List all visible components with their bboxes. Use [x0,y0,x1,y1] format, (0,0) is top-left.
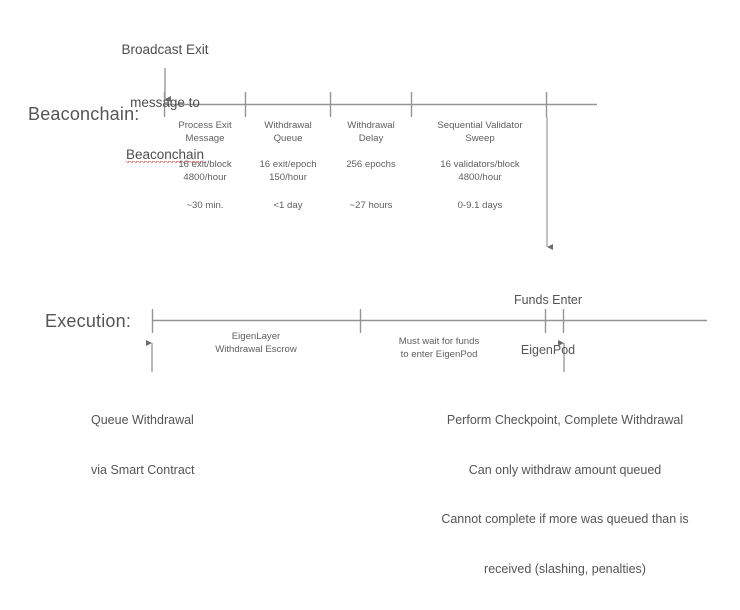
execution-segment-name-0: EigenLayer Withdrawal Escrow [215,331,297,355]
segment-name-3: Sequential Validator Sweep [437,120,523,144]
complete-withdrawal-line4: received (slashing, penalties) [484,561,646,576]
execution-segment-name-1: Must wait for funds to enter EigenPod [398,336,480,360]
queue-withdrawal-line2: via Smart Contract [91,462,195,477]
segment-rate-0: 16 exit/block 4800/hour [178,159,232,183]
broadcast-note-line3-text: Beaconchain [125,147,205,164]
complete-withdrawal-note: Perform Checkpoint, Complete Withdrawal … [400,379,730,610]
broadcast-note-line2: message to [130,94,200,110]
segment-rate-2: 256 epochs [346,159,396,170]
segment-name-2: Withdrawal Delay [347,120,395,144]
broadcast-note-line3: Beaconchain [60,146,270,164]
queue-withdrawal-line1: Queue Withdrawal [91,413,194,427]
axis-label-beaconchain: Beaconchain: [28,104,140,124]
broadcast-note: Broadcast Exit message to Beaconchain [60,6,270,199]
diagram-canvas: Broadcast Exit message to Beaconchain Be… [28,6,707,576]
broadcast-note-line1: Broadcast Exit [121,42,209,58]
segment-duration-0: ~30 min. [186,200,224,211]
segment-name-0: Process Exit Message [178,120,232,144]
funds-enter-line2: EigenPod [520,342,576,357]
complete-withdrawal-line1: Perform Checkpoint, Complete Withdrawal [446,413,684,427]
complete-withdrawal-line3: Cannot complete if more was queued than … [441,512,689,526]
axis-label-execution: Execution: [45,311,132,331]
segment-duration-1: <1 day [273,200,303,211]
segment-rate-1: 16 exit/epoch 150/hour [259,159,317,183]
segment-rate-3: 16 validators/block 4800/hour [440,159,520,183]
funds-enter-note: Funds Enter EigenPod [473,259,623,391]
queue-withdrawal-note: Queue Withdrawal via Smart Contract [91,379,301,511]
complete-withdrawal-line2: Can only withdraw amount queued [468,462,662,477]
diagram-vector-layer [146,68,707,372]
segment-duration-2: ~27 hours [349,200,393,211]
segment-duration-3: 0-9.1 days [457,200,503,211]
segment-name-1: Withdrawal Queue [264,120,312,144]
funds-enter-line1: Funds Enter [513,293,583,307]
